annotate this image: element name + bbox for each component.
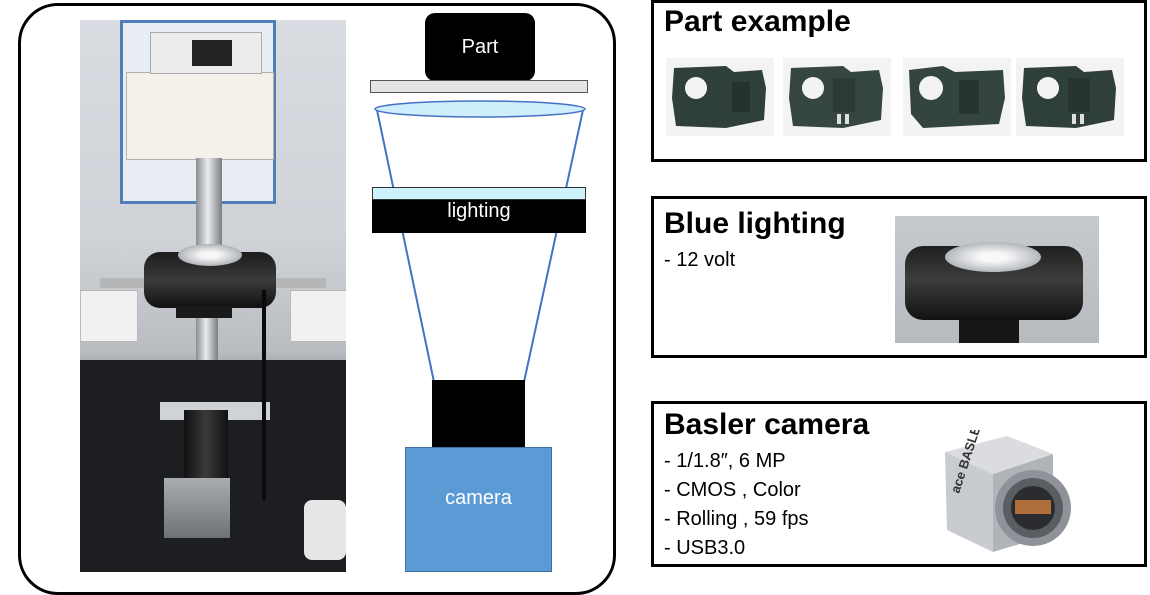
lighting-label: lighting	[447, 200, 511, 222]
part-example-title: Part example	[664, 5, 851, 38]
ring-light-led	[945, 242, 1041, 272]
part-photo-1	[666, 58, 774, 136]
ring-light-image	[895, 216, 1099, 343]
basler-camera-panel: Basler camera - 1/1.8″, 6 MP - CMOS , Co…	[651, 401, 1147, 567]
part-photo-4	[1016, 58, 1124, 136]
ray-right	[523, 109, 584, 383]
diffuser	[372, 187, 586, 200]
camera-lens-photo	[184, 410, 228, 482]
part-block	[425, 13, 535, 81]
stage-plate	[370, 80, 588, 93]
ray-left	[376, 109, 435, 383]
power-outlet-right	[290, 290, 346, 342]
lighting-block	[372, 200, 586, 233]
spec-interface: - USB3.0	[664, 537, 746, 559]
ring-light-led	[178, 244, 242, 266]
basler-camera-title: Basler camera	[664, 408, 870, 441]
fixture-block	[192, 40, 232, 66]
camera-cable	[262, 290, 266, 500]
spec-sensor: - 1/1.8″, 6 MP	[664, 450, 786, 472]
blue-lighting-panel: Blue lighting - 12 volt	[651, 196, 1147, 358]
spec-type: - CMOS , Color	[664, 479, 801, 501]
part-shape-icon	[1022, 66, 1116, 128]
part-shape-icon	[672, 66, 766, 128]
optical-rays	[374, 100, 586, 383]
spec-shutter: - Rolling , 59 fps	[664, 508, 809, 530]
usb-device	[304, 500, 346, 560]
camera-label: camera	[445, 487, 512, 509]
camera-body-photo	[164, 478, 230, 538]
basler-camera-image: ace BASLER	[945, 430, 1071, 552]
camera-lens-block	[432, 380, 525, 450]
part-shape-icon	[789, 66, 883, 128]
ring-clamp	[176, 306, 232, 318]
spec-voltage: - 12 volt	[664, 249, 736, 271]
part-label: Part	[461, 35, 499, 58]
camera-block	[405, 447, 552, 572]
part-photo-2	[783, 58, 891, 136]
lens-ellipse	[374, 100, 586, 118]
setup-photo	[80, 20, 346, 572]
mounting-plate	[126, 72, 274, 160]
power-outlet-left	[80, 290, 138, 342]
upper-pole	[196, 158, 222, 248]
ring-mount	[959, 320, 1019, 343]
part-example-panel: Part example	[651, 0, 1147, 162]
blue-lighting-title: Blue lighting	[664, 207, 846, 240]
part-photo-3	[903, 58, 1011, 136]
part-shape-icon	[909, 66, 1005, 128]
